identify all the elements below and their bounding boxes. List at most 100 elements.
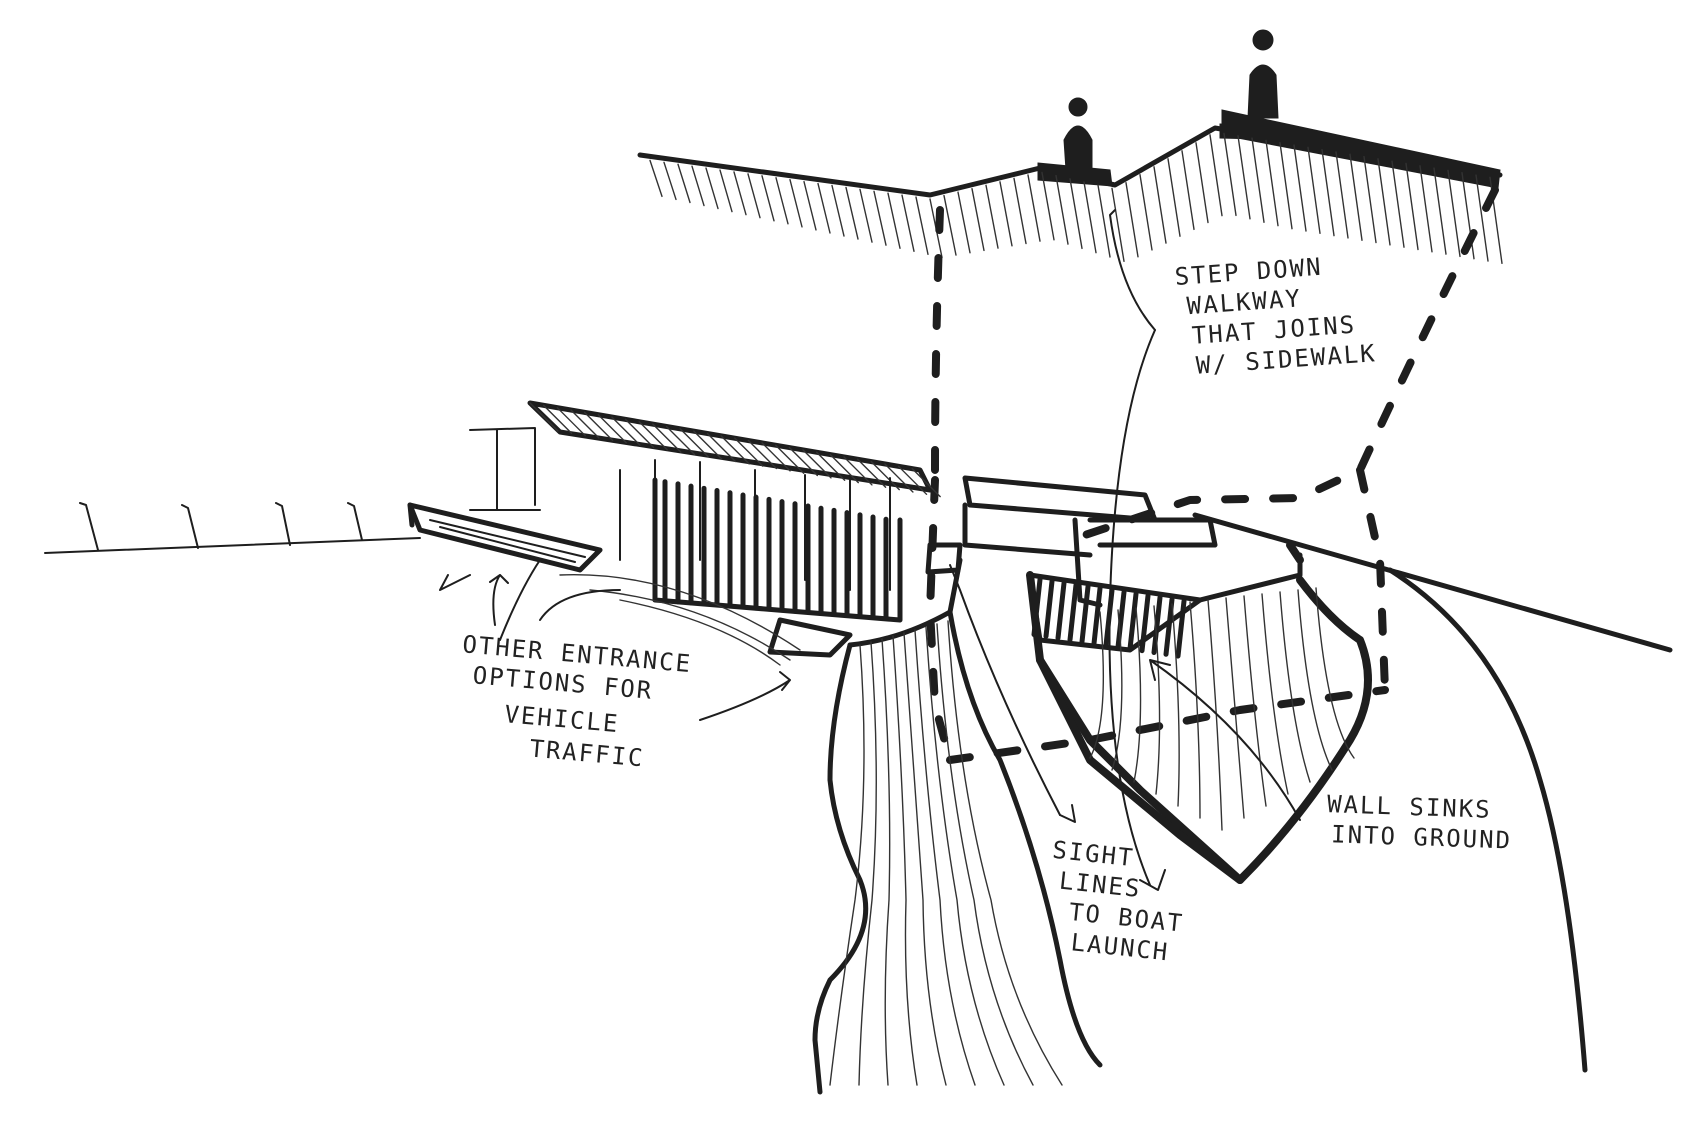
hatch-stroke [1307, 146, 1321, 235]
hatch-stroke [802, 449, 832, 479]
hatch-stroke [1315, 587, 1355, 759]
hatch-stroke [542, 404, 573, 435]
hatch-stroke [829, 644, 865, 1086]
hatch-stroke [1293, 144, 1307, 232]
hatch-stroke [1133, 607, 1142, 783]
hatch-stroke [1139, 593, 1151, 654]
hatch-stroke [901, 194, 915, 252]
hatch-stroke [663, 161, 677, 201]
hatch-stroke [887, 192, 901, 249]
hatch-stroke [788, 446, 819, 477]
hatch-stroke [1419, 165, 1433, 253]
hatch-stroke [1041, 171, 1055, 241]
hatch-stroke [761, 442, 791, 472]
hatch-stroke [815, 451, 846, 481]
annotation-step-down: STEP DOWN WALKWAY THAT JOINS W/ SIDEWALK [1174, 253, 1378, 380]
hatch-stroke [719, 169, 733, 213]
hatch-stroke [597, 414, 627, 444]
hatch-stroke [915, 196, 929, 256]
hatch-stroke [817, 182, 831, 234]
hatch-stroke [985, 184, 999, 249]
hatch-stroke [677, 163, 691, 204]
hatch-stroke [1433, 167, 1447, 255]
hatch-stroke [679, 428, 709, 458]
hatch-stroke [843, 456, 873, 486]
hatch-stroke [1097, 184, 1111, 258]
hatch-stroke [971, 187, 985, 252]
hatch-stroke [858, 641, 877, 1086]
hatch-stroke [691, 165, 705, 207]
hatch-stroke [859, 188, 873, 243]
hatch-stroke [624, 418, 655, 449]
ground-line [44, 502, 421, 554]
hatch-stroke [884, 463, 914, 493]
hatch-stroke [1475, 174, 1489, 262]
hatch-stroke [734, 437, 764, 467]
hatch-stroke [665, 425, 696, 456]
hatch-stroke [1261, 593, 1289, 795]
road-edge [1192, 512, 1673, 1073]
hatch-stroke [1265, 139, 1279, 227]
leader-lines [439, 209, 1301, 891]
hatch-stroke [947, 620, 1063, 1086]
hatch-stroke [1067, 582, 1079, 643]
hatch-stroke [1279, 591, 1311, 783]
hatch-stroke [1111, 187, 1125, 262]
hatch-stroke [914, 629, 976, 1086]
hatch-stroke [1055, 580, 1067, 641]
annotation-line: INTO GROUND [1331, 820, 1513, 854]
hatch-stroke [705, 167, 719, 210]
hatch-stroke [1181, 150, 1195, 231]
hatch-stroke [1391, 160, 1405, 248]
hatch-stroke [1243, 595, 1267, 807]
hatch-stroke [529, 402, 559, 432]
annotation-sight-lines: SIGHT LINES TO BOAT LAUNCH [1051, 836, 1185, 967]
hatch-stroke [856, 458, 887, 488]
hatch-stroke [1027, 174, 1041, 242]
hatch-stroke [897, 465, 928, 496]
hatch-stroke [761, 175, 775, 222]
hatch-stroke [925, 626, 1005, 1086]
hatch-stroke [1189, 601, 1201, 819]
hatch-stroke [1297, 589, 1333, 771]
hatch-stroke [1163, 596, 1175, 657]
boat-launch-walkway [812, 557, 1103, 1095]
sinking-wall [1026, 552, 1372, 884]
hatch-stroke [583, 411, 614, 442]
hatch-stroke [1171, 603, 1180, 807]
hatch-stroke [1125, 182, 1139, 258]
hatch-stroke [1175, 598, 1187, 659]
hatch-stroke [1069, 178, 1083, 250]
hatch-stroke [845, 186, 859, 240]
hatch-stroke [1377, 158, 1391, 246]
hatch-stroke [1223, 132, 1237, 217]
hatch-stroke [1153, 605, 1161, 795]
hatch-stroke [873, 190, 887, 246]
hatch-stroke [943, 194, 957, 256]
hatch-stroke [1115, 589, 1127, 650]
hatch-stroke [1089, 611, 1105, 759]
hatch-stroke [611, 416, 641, 446]
hatch-stroke [1127, 591, 1139, 652]
hatch-stroke [570, 409, 600, 439]
hatch-stroke [1209, 134, 1223, 217]
hatch-stroke [1225, 597, 1245, 819]
hatch-stroke [693, 430, 723, 460]
hatch-stroke [911, 467, 941, 498]
annotation-line: VEHICLE [503, 700, 620, 738]
hatch-stroke [1363, 155, 1377, 244]
hatch-stroke [775, 177, 789, 225]
hatch-stroke [881, 638, 891, 1086]
hatch-stroke [1335, 151, 1349, 239]
annotation-line: WALL SINKS [1327, 790, 1492, 824]
hatch-stroke [1151, 595, 1163, 655]
hatch-stroke [789, 178, 803, 228]
hatch-stroke [1251, 137, 1265, 223]
hatch-stroke [870, 460, 900, 491]
hatch-stroke [775, 444, 805, 474]
hatch-stroke [1153, 166, 1167, 244]
hatch-stroke [957, 191, 971, 254]
hatch-stroke [999, 181, 1013, 247]
hatch-stroke [733, 171, 747, 216]
